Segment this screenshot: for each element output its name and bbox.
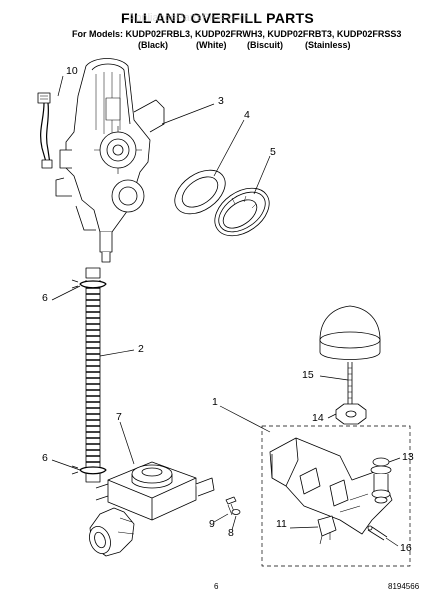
watermark: AppliancePartsPros.com bbox=[128, 12, 248, 24]
page-title: FILL AND OVERFILL PARTS bbox=[120, 10, 315, 26]
callout-15: 15 bbox=[302, 369, 314, 381]
callout-4: 4 bbox=[244, 109, 250, 121]
page-number: 6 bbox=[214, 582, 219, 591]
switch-part-11 bbox=[317, 515, 337, 545]
float-stem-part-13 bbox=[370, 457, 392, 504]
document-number: 8194566 bbox=[388, 582, 420, 591]
variant-white: (White) bbox=[196, 40, 227, 50]
corrugated-hose-part-2 bbox=[85, 267, 101, 483]
callout-7: 7 bbox=[116, 411, 122, 423]
callout-5: 5 bbox=[270, 146, 276, 158]
overfill-switch-assembly-part-1 bbox=[261, 425, 411, 567]
callout-14: 14 bbox=[312, 412, 324, 424]
callout-1: 1 bbox=[212, 396, 218, 408]
hex-nut-part-14 bbox=[335, 403, 367, 425]
gasket-ring-part-4 bbox=[174, 169, 226, 215]
washer-part-8 bbox=[231, 509, 241, 515]
callout-6-lower: 6 bbox=[42, 452, 48, 464]
leader-lines bbox=[51, 75, 401, 547]
callout-16: 16 bbox=[400, 542, 412, 554]
wire-harness-part-10 bbox=[37, 92, 53, 169]
variant-biscuit: (Biscuit) bbox=[247, 40, 283, 50]
fill-funnel-housing-part-3 bbox=[55, 58, 165, 263]
vent-cover-part-5 bbox=[214, 187, 270, 237]
model-list: For Models: KUDP02FRBL3, KUDP02FRWH3, KU… bbox=[72, 29, 402, 39]
callout-9: 9 bbox=[209, 518, 215, 530]
variant-stainless: (Stainless) bbox=[305, 40, 351, 50]
callout-10: 10 bbox=[66, 65, 78, 77]
callout-3: 3 bbox=[218, 95, 224, 107]
callout-8: 8 bbox=[228, 527, 234, 539]
callout-11: 11 bbox=[276, 518, 287, 530]
float-part-15 bbox=[319, 305, 381, 404]
water-valve-part-7 bbox=[89, 461, 215, 557]
callout-2: 2 bbox=[138, 343, 144, 355]
hose-clamp-part-6-lower bbox=[71, 465, 107, 475]
callout-6-upper: 6 bbox=[42, 292, 48, 304]
variant-black: (Black) bbox=[138, 40, 169, 50]
hose-clamp-part-6-upper bbox=[71, 279, 107, 289]
clip-part-16 bbox=[367, 525, 388, 541]
callout-13: 13 bbox=[402, 451, 414, 463]
